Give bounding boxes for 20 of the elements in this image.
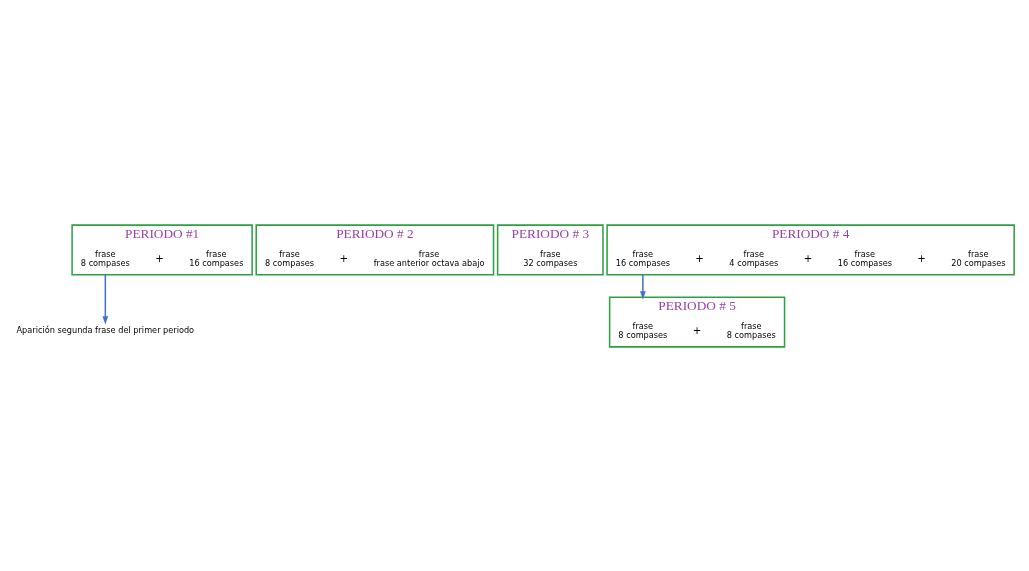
label: +	[917, 252, 926, 264]
arrow	[102, 273, 109, 324]
node-text: frase 20 compases	[951, 248, 1006, 268]
node-text: frase frase anterior octava abajo	[373, 248, 485, 268]
node-text: frase 8 compases	[726, 320, 776, 340]
node-text: frase 4 compases	[729, 248, 779, 268]
node-text: frase 8 compases	[80, 248, 130, 268]
label: +	[155, 252, 164, 264]
label: +	[803, 252, 813, 264]
node-text: Aparición segunda frase del primer periodo	[16, 324, 195, 335]
label: +	[695, 252, 704, 264]
node-text: frase 8 compases	[618, 320, 668, 340]
node-text: frase 16 compases	[189, 248, 244, 268]
node-text: frase 32 compases	[523, 248, 578, 268]
node-text: frase 16 compases	[837, 248, 892, 268]
node-text: frase 8 compases	[264, 248, 314, 268]
label: +	[692, 324, 702, 336]
arrow	[640, 273, 646, 300]
node-text: frase 16 compases	[615, 248, 670, 268]
label: +	[339, 252, 348, 264]
